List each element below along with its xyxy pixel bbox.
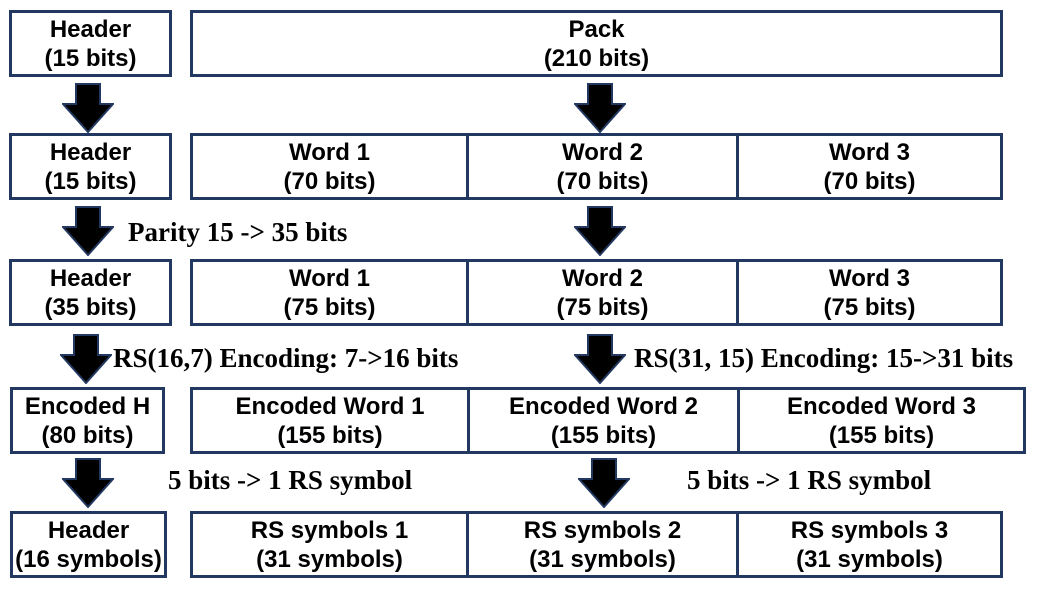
box-title: RS symbols 1: [250, 516, 409, 544]
bits-to-symbol-left-label: 5 bits -> 1 RS symbol: [168, 465, 413, 495]
box-header-symbols: Header (16 symbols): [10, 511, 167, 578]
box-subtitle: (31 symbols): [529, 545, 676, 573]
box-title: Encoded Word 2: [509, 392, 698, 420]
box-encoded-word1: Encoded Word 1 (155 bits): [190, 387, 470, 454]
box-subtitle: (75 bits): [823, 293, 916, 321]
box-title: Word 3: [829, 264, 910, 292]
box-subtitle: (70 bits): [823, 167, 916, 195]
box-word2-row2: Word 2 (70 bits): [466, 133, 739, 200]
box-title: Encoded Word 1: [235, 392, 425, 420]
down-arrow-icon: [62, 458, 114, 508]
box-encoded-word3: Encoded Word 3 (155 bits): [737, 387, 1026, 454]
box-title: Header: [49, 264, 132, 292]
box-title: Header: [49, 138, 132, 166]
down-arrow-icon: [60, 334, 112, 384]
box-rs-symbols2: RS symbols 2 (31 symbols): [466, 511, 739, 578]
box-title: Header: [47, 516, 130, 544]
box-encoded-word2: Encoded Word 2 (155 bits): [467, 387, 740, 454]
box-title: Word 3: [829, 138, 910, 166]
box-word1-row3: Word 1 (75 bits): [190, 259, 469, 326]
box-title: Word 2: [562, 138, 643, 166]
box-title: RS symbols 2: [523, 516, 682, 544]
box-title: Word 1: [289, 264, 370, 292]
box-subtitle: (35 bits): [44, 293, 137, 321]
box-header-row2: Header (15 bits): [9, 133, 172, 200]
box-title: Word 1: [289, 138, 370, 166]
down-arrow-icon: [62, 83, 114, 133]
box-title: Encoded H: [24, 392, 151, 420]
box-word3-row3: Word 3 (75 bits): [736, 259, 1003, 326]
box-subtitle: (80 bits): [41, 421, 134, 449]
box-header-row1: Header (15 bits): [9, 10, 172, 77]
box-title: Word 2: [562, 264, 643, 292]
rs-word-encoding-label: RS(31, 15) Encoding: 15->31 bits: [634, 343, 1014, 373]
box-title: Encoded Word 3: [787, 392, 976, 420]
box-subtitle: (15 bits): [44, 44, 137, 72]
box-rs-symbols1: RS symbols 1 (31 symbols): [190, 511, 469, 578]
down-arrow-icon: [574, 206, 626, 256]
box-subtitle: (15 bits): [44, 167, 137, 195]
box-subtitle: (155 bits): [828, 421, 935, 449]
down-arrow-icon: [578, 458, 630, 508]
box-title: RS symbols 3: [790, 516, 949, 544]
box-subtitle: (75 bits): [283, 293, 376, 321]
box-word3-row2: Word 3 (70 bits): [736, 133, 1003, 200]
box-subtitle: (70 bits): [556, 167, 649, 195]
box-word2-row3: Word 2 (75 bits): [466, 259, 739, 326]
box-title: Pack: [568, 15, 625, 43]
rs-header-encoding-label: RS(16,7) Encoding: 7->16 bits: [113, 343, 459, 373]
box-word1-row2: Word 1 (70 bits): [190, 133, 469, 200]
box-pack: Pack (210 bits): [190, 10, 1003, 77]
down-arrow-icon: [574, 83, 626, 133]
box-header-row3: Header (35 bits): [9, 259, 172, 326]
box-subtitle: (31 symbols): [796, 545, 943, 573]
box-title: Header: [49, 15, 132, 43]
box-encoded-header: Encoded H (80 bits): [10, 387, 165, 454]
box-subtitle: (70 bits): [283, 167, 376, 195]
bits-to-symbol-right-label: 5 bits -> 1 RS symbol: [687, 465, 932, 495]
box-subtitle: (210 bits): [543, 44, 650, 72]
box-subtitle: (155 bits): [550, 421, 657, 449]
down-arrow-icon: [574, 334, 626, 384]
box-rs-symbols3: RS symbols 3 (31 symbols): [736, 511, 1003, 578]
down-arrow-icon: [62, 206, 114, 256]
box-subtitle: (75 bits): [556, 293, 649, 321]
parity-label: Parity 15 -> 35 bits: [128, 217, 348, 247]
box-subtitle: (16 symbols): [15, 545, 162, 573]
box-subtitle: (31 symbols): [256, 545, 403, 573]
box-subtitle: (155 bits): [277, 421, 383, 449]
